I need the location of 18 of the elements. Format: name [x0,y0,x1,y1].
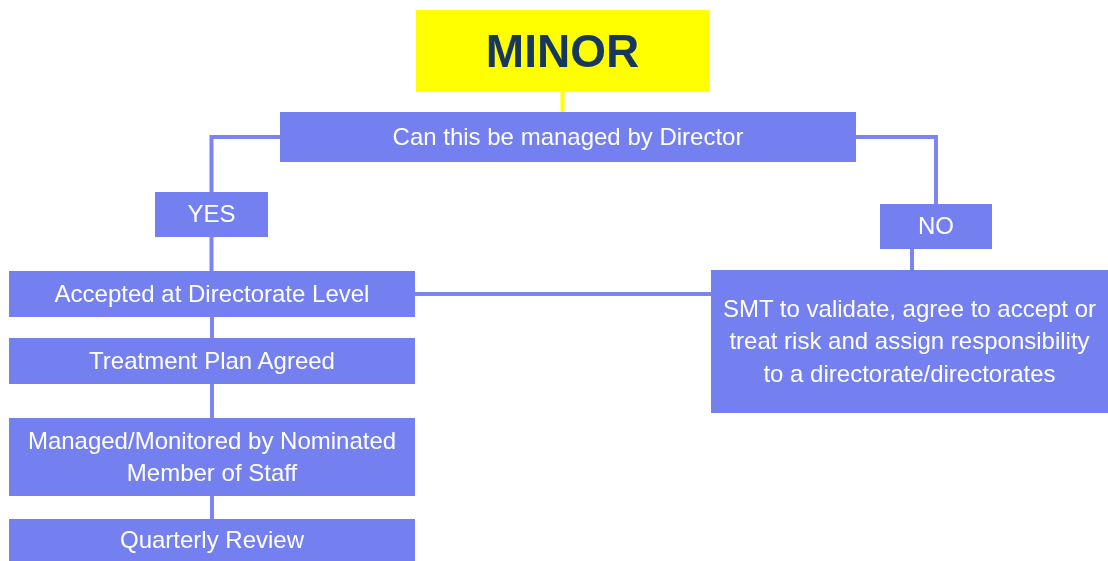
process-box: Can this be managed by Director [280,112,856,162]
connector-line [415,292,711,296]
process-box: Quarterly Review [9,519,415,561]
connector-line [209,237,214,271]
connector-line [210,384,214,418]
process-box: Accepted at Directorate Level [9,271,415,317]
process-box: NO [880,204,992,249]
process-box: SMT to validate, agree to accept or treat risk and assign responsibility to a directorate/directorates [711,270,1108,413]
connector-line [210,496,214,519]
process-box: Managed/Monitored by Nominated Member of Staff [9,418,415,496]
process-box: Treatment Plan Agreed [9,338,415,384]
process-box: YES [155,192,268,237]
connector-line [209,135,280,192]
connector-line [910,249,914,270]
connector-line [210,317,214,338]
title-box: MINOR [416,10,709,92]
connector-line [560,92,565,112]
connector-line [856,135,938,204]
